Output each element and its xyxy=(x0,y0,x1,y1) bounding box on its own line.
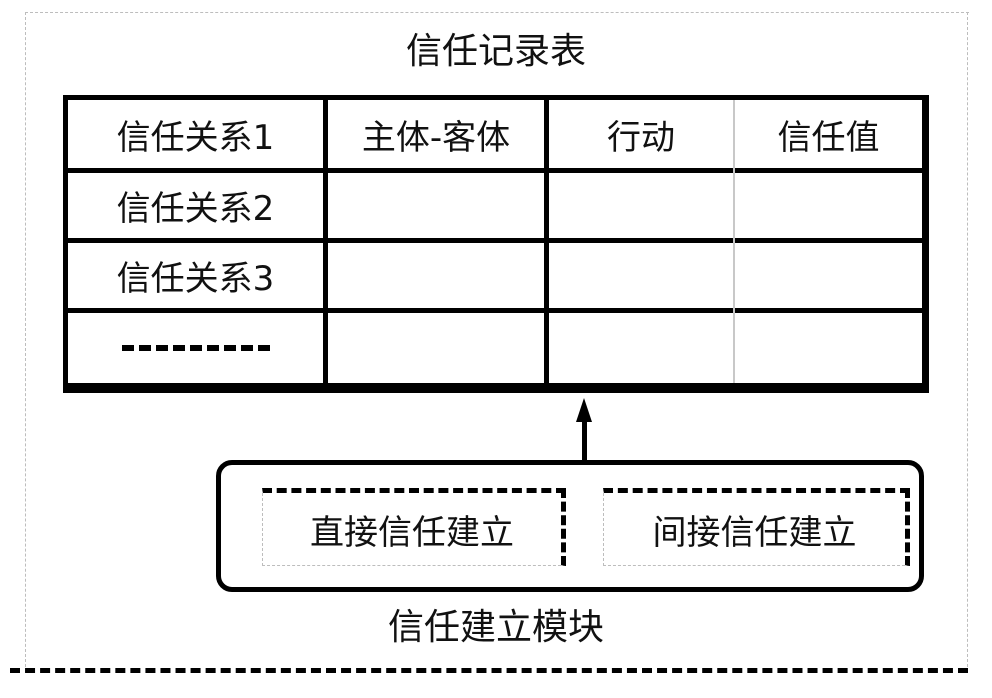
direct-trust-label: 直接信任建立 xyxy=(310,512,514,553)
indirect-trust-label: 间接信任建立 xyxy=(652,512,857,553)
direct-trust-establishment-box: 直接信任建立 xyxy=(262,488,566,566)
column-divider xyxy=(544,100,549,383)
header-subject-object: 主体-客体 xyxy=(361,117,511,158)
row-divider xyxy=(68,308,922,313)
row-divider xyxy=(68,238,922,243)
outer-boundary-bottom xyxy=(10,668,968,673)
table-row: 信任关系3 xyxy=(68,243,323,308)
arrow-head-icon xyxy=(576,398,592,422)
table-header-cell: 信任关系1 xyxy=(68,100,323,168)
trust-establishment-module xyxy=(216,460,924,592)
row-label-trust-relation-2: 信任关系2 xyxy=(116,189,275,229)
record-table-title: 信任记录表 xyxy=(405,31,586,72)
row-divider xyxy=(68,168,922,173)
table-header-cell: 行动 xyxy=(549,100,733,168)
header-trust-relation-1: 信任关系1 xyxy=(116,117,275,158)
column-divider-light xyxy=(733,100,735,383)
module-label: 信任建立模块 xyxy=(387,607,604,648)
header-action: 行动 xyxy=(607,117,675,158)
table-header-cell: 主体-客体 xyxy=(328,100,544,168)
table-row: 信任关系2 xyxy=(68,173,323,238)
row-label-trust-relation-3: 信任关系3 xyxy=(116,259,275,299)
indirect-trust-establishment-box: 间接信任建立 xyxy=(603,488,910,566)
outer-boundary-top xyxy=(25,12,969,13)
outer-boundary-left xyxy=(25,12,26,672)
ellipsis-dashes xyxy=(121,345,270,351)
table-row xyxy=(68,313,323,383)
trust-record-table: 信任关系1 主体-客体 行动 信任值 信任关系2 信任关系3 xyxy=(63,95,929,393)
outer-boundary-right xyxy=(967,12,968,672)
arrow-shaft xyxy=(582,420,587,462)
column-divider xyxy=(323,100,328,383)
header-trust-value: 信任值 xyxy=(777,117,880,158)
table-header-cell: 信任值 xyxy=(735,100,922,168)
